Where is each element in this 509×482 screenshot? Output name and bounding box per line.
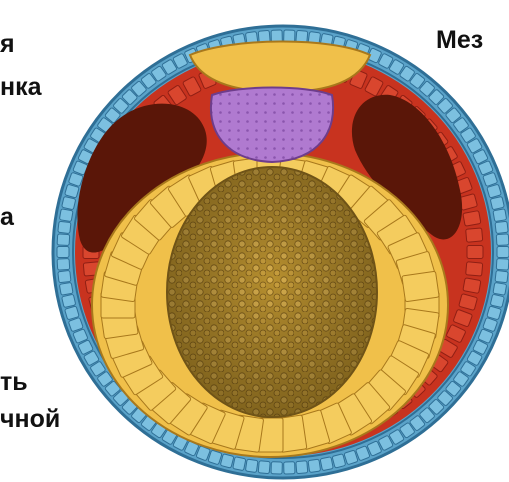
ectoderm-cell — [62, 196, 76, 209]
ectoderm-cell — [296, 461, 308, 474]
ectoderm-cell — [62, 294, 76, 307]
ectoderm-cell — [271, 462, 282, 474]
ectoderm-cell — [496, 258, 509, 270]
ectoderm-cell — [57, 247, 69, 258]
label-top-left-line2: нка — [0, 75, 42, 100]
label-top-left-line1: я — [0, 32, 15, 57]
ectoderm-cell — [497, 247, 509, 258]
mesoderm-cell — [463, 211, 481, 227]
ectoderm-cell — [271, 30, 282, 42]
ectoderm-cell — [220, 454, 234, 468]
ectoderm-cell — [258, 461, 270, 474]
label-bottom-left-line2: чной — [0, 407, 60, 432]
mesoderm-cell — [466, 262, 483, 276]
label-bottom-left-line1: ть — [0, 370, 28, 395]
ectoderm-cell — [490, 294, 504, 307]
ectoderm-cell — [490, 196, 504, 209]
ectoderm-cell — [58, 221, 71, 233]
ectoderm-cell — [493, 209, 507, 222]
ectoderm-cell — [284, 30, 295, 42]
ectoderm-cell — [58, 270, 71, 282]
ectoderm-cell — [495, 270, 508, 282]
yolk-shading — [167, 167, 377, 417]
ectoderm-cell — [245, 459, 258, 472]
ectoderm-cell — [495, 221, 508, 233]
mesoderm-cell — [463, 278, 481, 294]
ectoderm-cell — [59, 282, 73, 295]
ectoderm-cell — [496, 234, 509, 246]
endoderm-cell — [402, 271, 439, 302]
ectoderm-cell — [308, 459, 321, 472]
ectoderm-cell — [57, 234, 70, 246]
ectoderm-cell — [57, 258, 70, 270]
ectoderm-cell — [332, 454, 346, 468]
ectoderm-cell — [320, 457, 333, 471]
ectoderm-cell — [59, 209, 73, 222]
mesoderm-cell — [466, 228, 483, 242]
mesoderm-cell — [467, 246, 483, 259]
ectoderm-cell — [284, 462, 295, 474]
label-mesoderm: Мез — [436, 28, 483, 53]
ectoderm-cell — [233, 457, 246, 471]
ectoderm-cell — [493, 282, 507, 295]
label-mid-left: а — [0, 205, 14, 230]
